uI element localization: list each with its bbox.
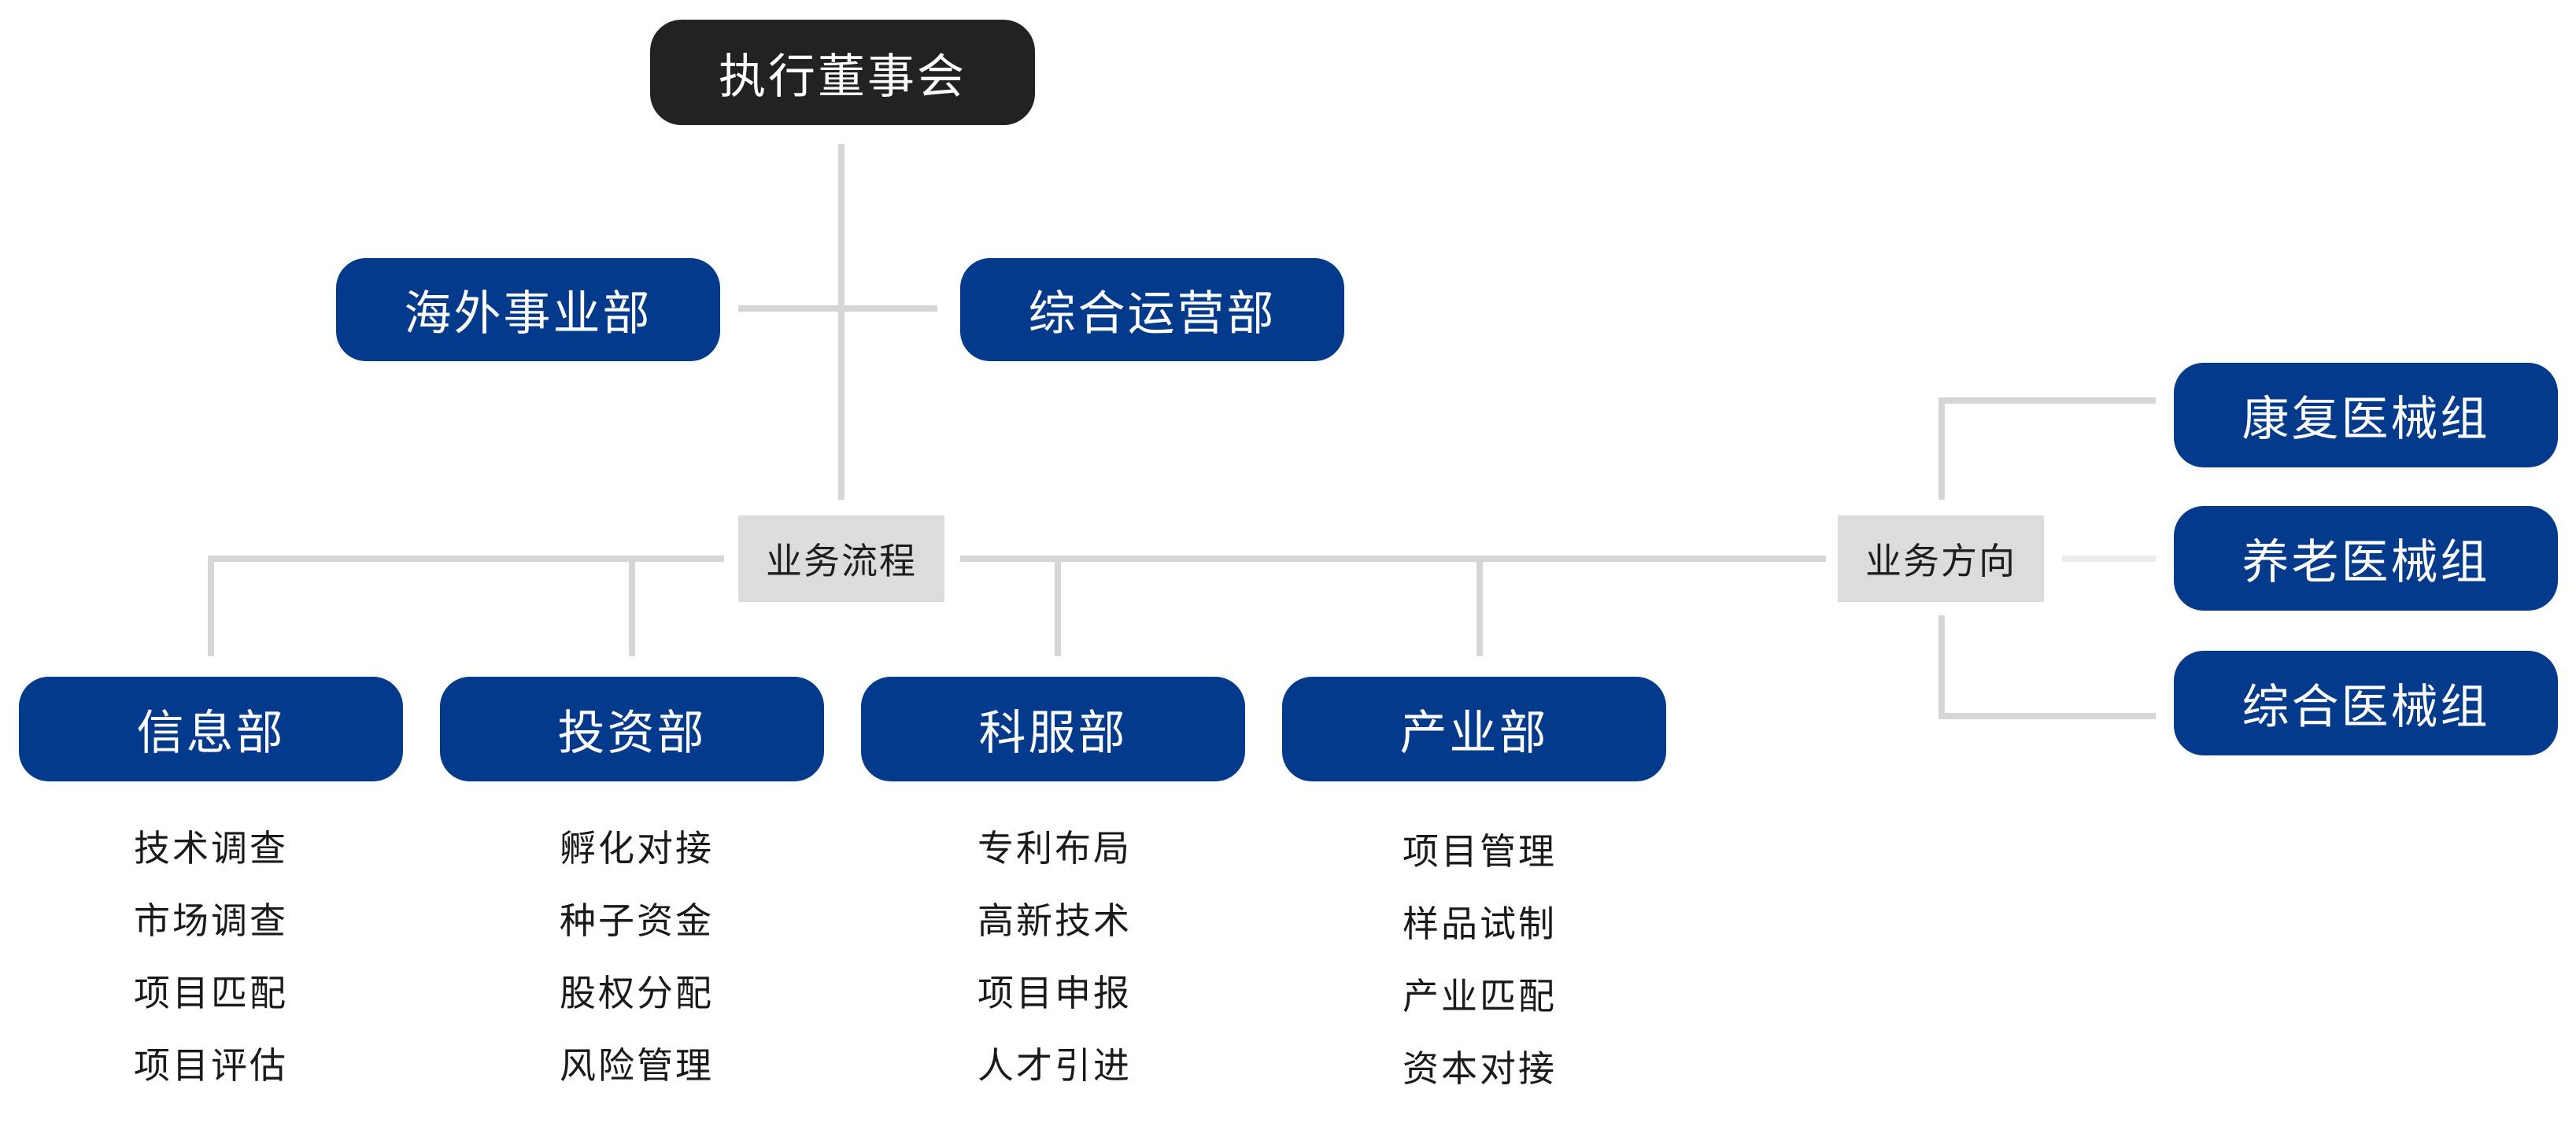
dept-science-service-item: 高新技术: [978, 899, 1132, 942]
dept-industry-item: 产业匹配: [1403, 975, 1557, 1017]
dept-info: 信息部: [19, 677, 403, 781]
support-dept-operations: 综合运营部: [960, 258, 1344, 361]
dept-investment-item: 股权分配: [560, 972, 714, 1014]
dept-science-service: 科服部: [861, 677, 1245, 781]
connector-support-right: [844, 305, 937, 312]
dept-science-service-item: 专利布局: [978, 827, 1132, 870]
support-dept-overseas: 海外事业部: [336, 258, 720, 361]
connector-group-3: [1938, 713, 2156, 719]
group-general: 综合医械组: [2174, 651, 2558, 755]
dept-industry: 产业部: [1282, 677, 1666, 781]
board-node: 执行董事会: [650, 20, 1035, 125]
connector-group-2: [2062, 556, 2156, 562]
dept-info-item: 市场调查: [134, 899, 288, 942]
dept-info-item: 项目评估: [134, 1044, 288, 1087]
connector-group-1: [1938, 397, 2156, 404]
dept-industry-item: 项目管理: [1403, 830, 1557, 873]
direction-tag: 业务方向: [1838, 515, 2044, 602]
dept-industry-item: 资本对接: [1403, 1047, 1557, 1090]
dept-science-service-item: 人才引进: [978, 1044, 1132, 1087]
dept-info-item: 技术调查: [134, 827, 288, 870]
dept-investment-item: 种子资金: [560, 899, 714, 942]
connector-support-left: [738, 305, 838, 312]
dept-investment-item: 孵化对接: [560, 827, 714, 870]
dept-science-service-item: 项目申报: [978, 972, 1132, 1014]
connector-group-spine-upper: [1938, 397, 1945, 500]
connector-dept-3: [1055, 556, 1061, 656]
connector-dept-2: [629, 556, 635, 656]
process-tag: 业务流程: [738, 515, 944, 602]
dept-info-item: 项目匹配: [134, 972, 288, 1014]
connector-group-spine-lower: [1938, 615, 1945, 719]
connector-dept-1: [208, 556, 214, 656]
group-elderly: 养老医械组: [2174, 506, 2558, 611]
dept-investment-item: 风险管理: [560, 1044, 714, 1087]
connector-process-left: [208, 556, 724, 562]
group-rehab: 康复医械组: [2174, 363, 2558, 467]
connector-trunk: [838, 144, 844, 500]
connector-process-right: [960, 556, 1826, 562]
dept-investment: 投资部: [440, 677, 824, 781]
dept-industry-item: 样品试制: [1403, 903, 1557, 945]
connector-dept-4: [1476, 556, 1483, 656]
